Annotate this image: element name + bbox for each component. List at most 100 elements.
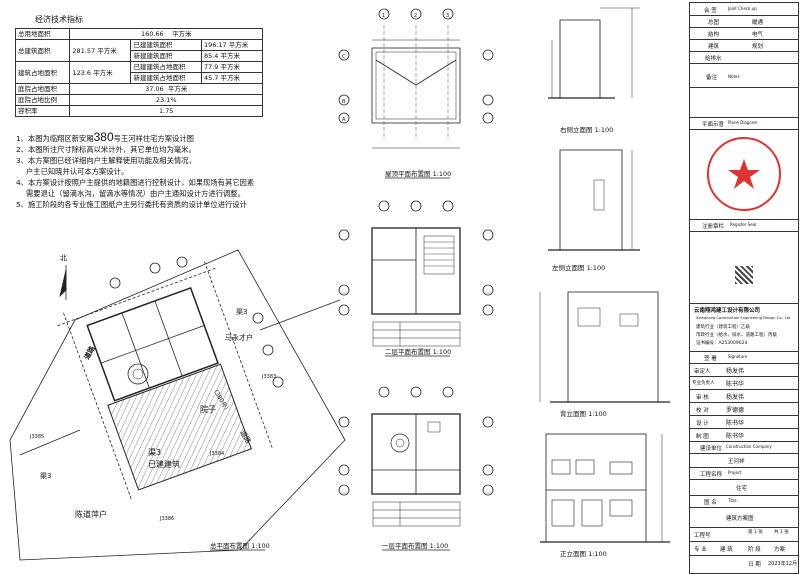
cell-unit: 平方米 — [220, 74, 241, 82]
company-name: 云南翔鸿建工设计有限公司 — [694, 308, 761, 314]
register-en-label: Register Seal — [730, 222, 757, 227]
cell-value: 45.7 — [203, 74, 219, 82]
company-seal-icon — [707, 137, 781, 211]
project-label: 工程名称 — [700, 472, 723, 478]
check-label: 规划 — [752, 44, 764, 50]
drawing-label: 图 名 — [704, 500, 717, 506]
check-row: 总图 暖通 — [690, 15, 798, 28]
role-label: 审定人 — [694, 369, 711, 375]
cell-value: 196.17 — [203, 41, 227, 49]
check-row: 建筑 规划 — [690, 39, 798, 52]
cell-value: 77.9 — [203, 63, 219, 71]
joint-label: 会 签 — [704, 8, 717, 14]
point-label: J3385 — [29, 434, 44, 440]
table-row: 容积率 1.75 — [14, 105, 263, 117]
role-label: 专业负责人 — [692, 381, 715, 386]
cell-value: 37.06 — [145, 85, 164, 93]
left-elevation-caption: 左侧立面图 1:100 — [552, 263, 605, 272]
table-cell: 容积率 — [14, 105, 71, 117]
dining-table-icon — [127, 363, 149, 385]
joint-en-label: Joint Check up — [728, 6, 757, 11]
signer-name: 杨发伟 — [726, 394, 745, 401]
signature-row: 制 图陈书华 — [690, 428, 798, 442]
project-name-row: 住宅 — [690, 479, 798, 496]
sign-en-label: Signature — [728, 354, 748, 359]
note-5: 5、施工阶段的各专业施工图纸户主另行委托有资质的设计单位进行设计 — [16, 200, 247, 209]
drawing-name: 建筑方案图 — [726, 516, 754, 522]
signer-name: 陈书华 — [726, 381, 745, 388]
econ-title: 经济技术指标 — [35, 15, 83, 24]
certificate-no: 证书编号：A253009624 — [696, 341, 748, 346]
check-label: 结构 — [708, 32, 720, 38]
sheet-no: 第 1 张 — [748, 530, 763, 535]
project-header: 工程名称 Project — [690, 467, 798, 480]
site-plan — [9, 249, 346, 561]
north-arrow-icon — [59, 265, 67, 300]
signature-row: 审定人杨发伟 — [690, 363, 798, 377]
drawing-header: 图 名 Title — [690, 495, 798, 508]
table-row: 建筑占地面积 123.6 平方米 已建建筑占地面积 77.9 平方米 — [14, 61, 264, 84]
signer-name: 陈书华 — [726, 420, 745, 427]
remark-label: 备注 — [706, 75, 718, 81]
note-text: 号王河祥住宅方案设计图 — [113, 134, 194, 143]
right-elevation — [548, 7, 640, 99]
number-row: 工程号 第 1 张 共 1 张 — [690, 527, 798, 542]
note-4b: 需要退让（留滴水沟，留滴水等情况）由户主通知设计方进行调整。 — [26, 189, 245, 198]
cell-value: 281.57 — [72, 46, 96, 55]
remark-en-label: Notes — [728, 74, 740, 79]
client-label: 建设单位 — [700, 446, 723, 452]
site-caption: 总平面布置图 1:100 — [210, 541, 270, 550]
back-elevation-caption: 背立面图 1:100 — [560, 409, 607, 418]
table-row: 新建建筑占地面积 45.7 平方米 — [16, 72, 264, 84]
north-label: 北 — [60, 254, 67, 262]
remark-row: 备注 Notes — [690, 63, 798, 88]
point-label: J3383 — [261, 374, 276, 380]
cell-unit: 平方米 — [171, 30, 192, 38]
yard-label: 院子 — [200, 404, 216, 414]
table-cell: 196.17 平方米 — [200, 39, 264, 51]
check-row: 给排水 — [690, 51, 798, 64]
note-3b: 户主已知晓并认可本方案设计。 — [26, 167, 129, 176]
household-label: 马永才户 — [225, 333, 253, 342]
neighbor-left-label: 渠3 — [40, 471, 51, 480]
existing-label: 已建建筑 — [148, 459, 180, 469]
cell-unit: 平方米 — [220, 63, 241, 71]
joint-check-header: 会 签 Joint Check up — [690, 3, 798, 16]
note-text: 1、本图为临翔区新安厢 — [16, 134, 94, 143]
project-en-label: Project — [728, 470, 742, 475]
front-elevation — [540, 433, 670, 543]
chen-household-label: 陈道萍户 — [75, 509, 107, 519]
cell-unit: 平方米 — [228, 41, 249, 49]
left-elevation — [548, 149, 640, 251]
cell-unit: 平方米 — [220, 52, 241, 60]
cell-value: 160.66 — [140, 30, 164, 38]
cell-unit: 平方米 — [93, 68, 113, 77]
role-label: 校 对 — [696, 408, 709, 414]
second-floor-plan — [338, 200, 494, 347]
stamp-area — [690, 129, 798, 220]
signature-header: 签 署 Signature — [690, 351, 798, 364]
second-floor-caption: 二层平面布置图 1:100 — [385, 347, 451, 356]
axis-label: C — [342, 54, 346, 60]
role-label: 设 计 — [696, 421, 709, 427]
check-label: 总图 — [708, 20, 720, 26]
axis-label: 1 — [382, 13, 385, 19]
table-row: 新建建筑面积 85.4 平方米 — [16, 50, 264, 62]
register-space — [690, 231, 798, 304]
check-row: 结构 电气 — [690, 27, 798, 40]
date-value: 2023年12月 — [768, 561, 798, 567]
check-label: 建筑 — [708, 44, 720, 50]
roof-plan — [338, 8, 494, 149]
axis-label: 3 — [446, 13, 449, 19]
drawing-en-label: Title — [728, 498, 737, 503]
number-label: 工程号 — [694, 533, 711, 539]
existing-building — [107, 363, 252, 491]
econ-table: 总用地面积 160.66 平方米 总建筑面积 281.57 平方米 已建建筑面积… — [14, 28, 264, 117]
sign-label: 签 署 — [704, 356, 717, 362]
front-elevation-caption: 正立面图 1:100 — [560, 549, 607, 558]
sheet-total: 共 1 张 — [774, 530, 789, 535]
plan-pos-label: 平面示意 — [702, 122, 725, 128]
axis-label: 2 — [414, 13, 417, 19]
qualification: 市政行业（给水、排水、道路工程）丙级 — [696, 333, 777, 338]
point-label: J3386 — [159, 516, 174, 522]
